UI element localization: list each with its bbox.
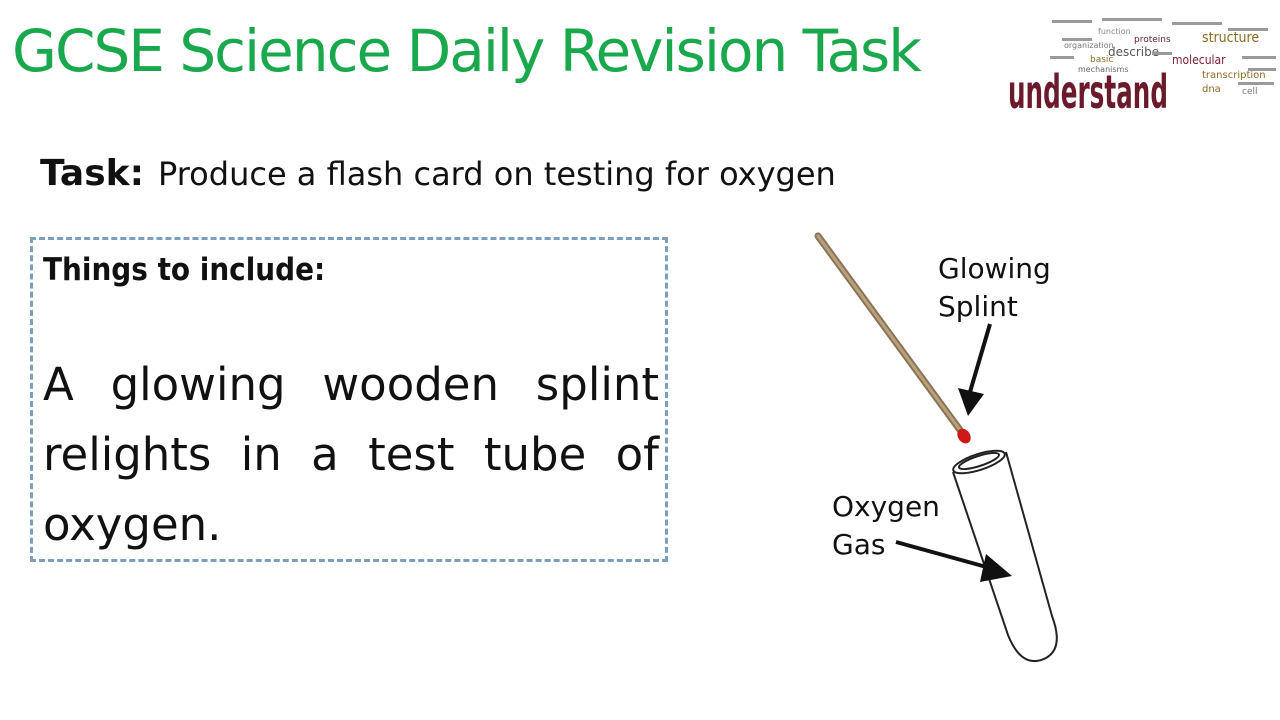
logo-word-transcription: transcription [1202, 70, 1266, 81]
glowing-ember [957, 428, 971, 444]
gas-label-line1: Oxygen [832, 490, 940, 523]
test-tube [952, 449, 1058, 663]
splint-label-line1: Glowing [938, 252, 1051, 285]
gas-arrow [895, 540, 1012, 582]
logo-word-mechanisms: mechanisms [1078, 65, 1129, 74]
task-line: Task: Produce a flash card on testing for… [40, 152, 836, 195]
logo-word-cell: cell [1242, 87, 1258, 97]
things-to-include-box: Things to include: A glowing wooden spli… [30, 237, 668, 562]
task-label: Task: [40, 153, 144, 194]
splint-label-line2: Splint [938, 290, 1018, 323]
page-title: GCSE Science Daily Revision Task [12, 17, 922, 85]
logo-word-molecular: molecular [1172, 53, 1226, 67]
gas-label-line2: Gas [832, 528, 885, 561]
logo-word-basic: basic [1090, 55, 1113, 65]
logo-word-structure: structure [1202, 30, 1259, 46]
logo-main-word: understand [1008, 65, 1168, 114]
oxygen-test-diagram: Glowing Splint Oxygen Gas [814, 232, 1058, 663]
box-body-text: A glowing wooden splint relights in a te… [43, 358, 659, 551]
box-heading: Things to include: [43, 252, 326, 288]
task-text: Produce a flash card on testing for oxyg… [157, 155, 836, 193]
word-cloud-logo: structure describe molecular transcripti… [1002, 12, 1280, 114]
logo-word-organization: organization [1064, 41, 1114, 50]
logo-word-function: function [1098, 27, 1131, 36]
splint-arrow [958, 323, 992, 416]
logo-word-describe: describe [1108, 45, 1159, 59]
logo-word-dna: dna [1202, 84, 1221, 95]
logo-word-proteins: proteins [1134, 35, 1171, 45]
